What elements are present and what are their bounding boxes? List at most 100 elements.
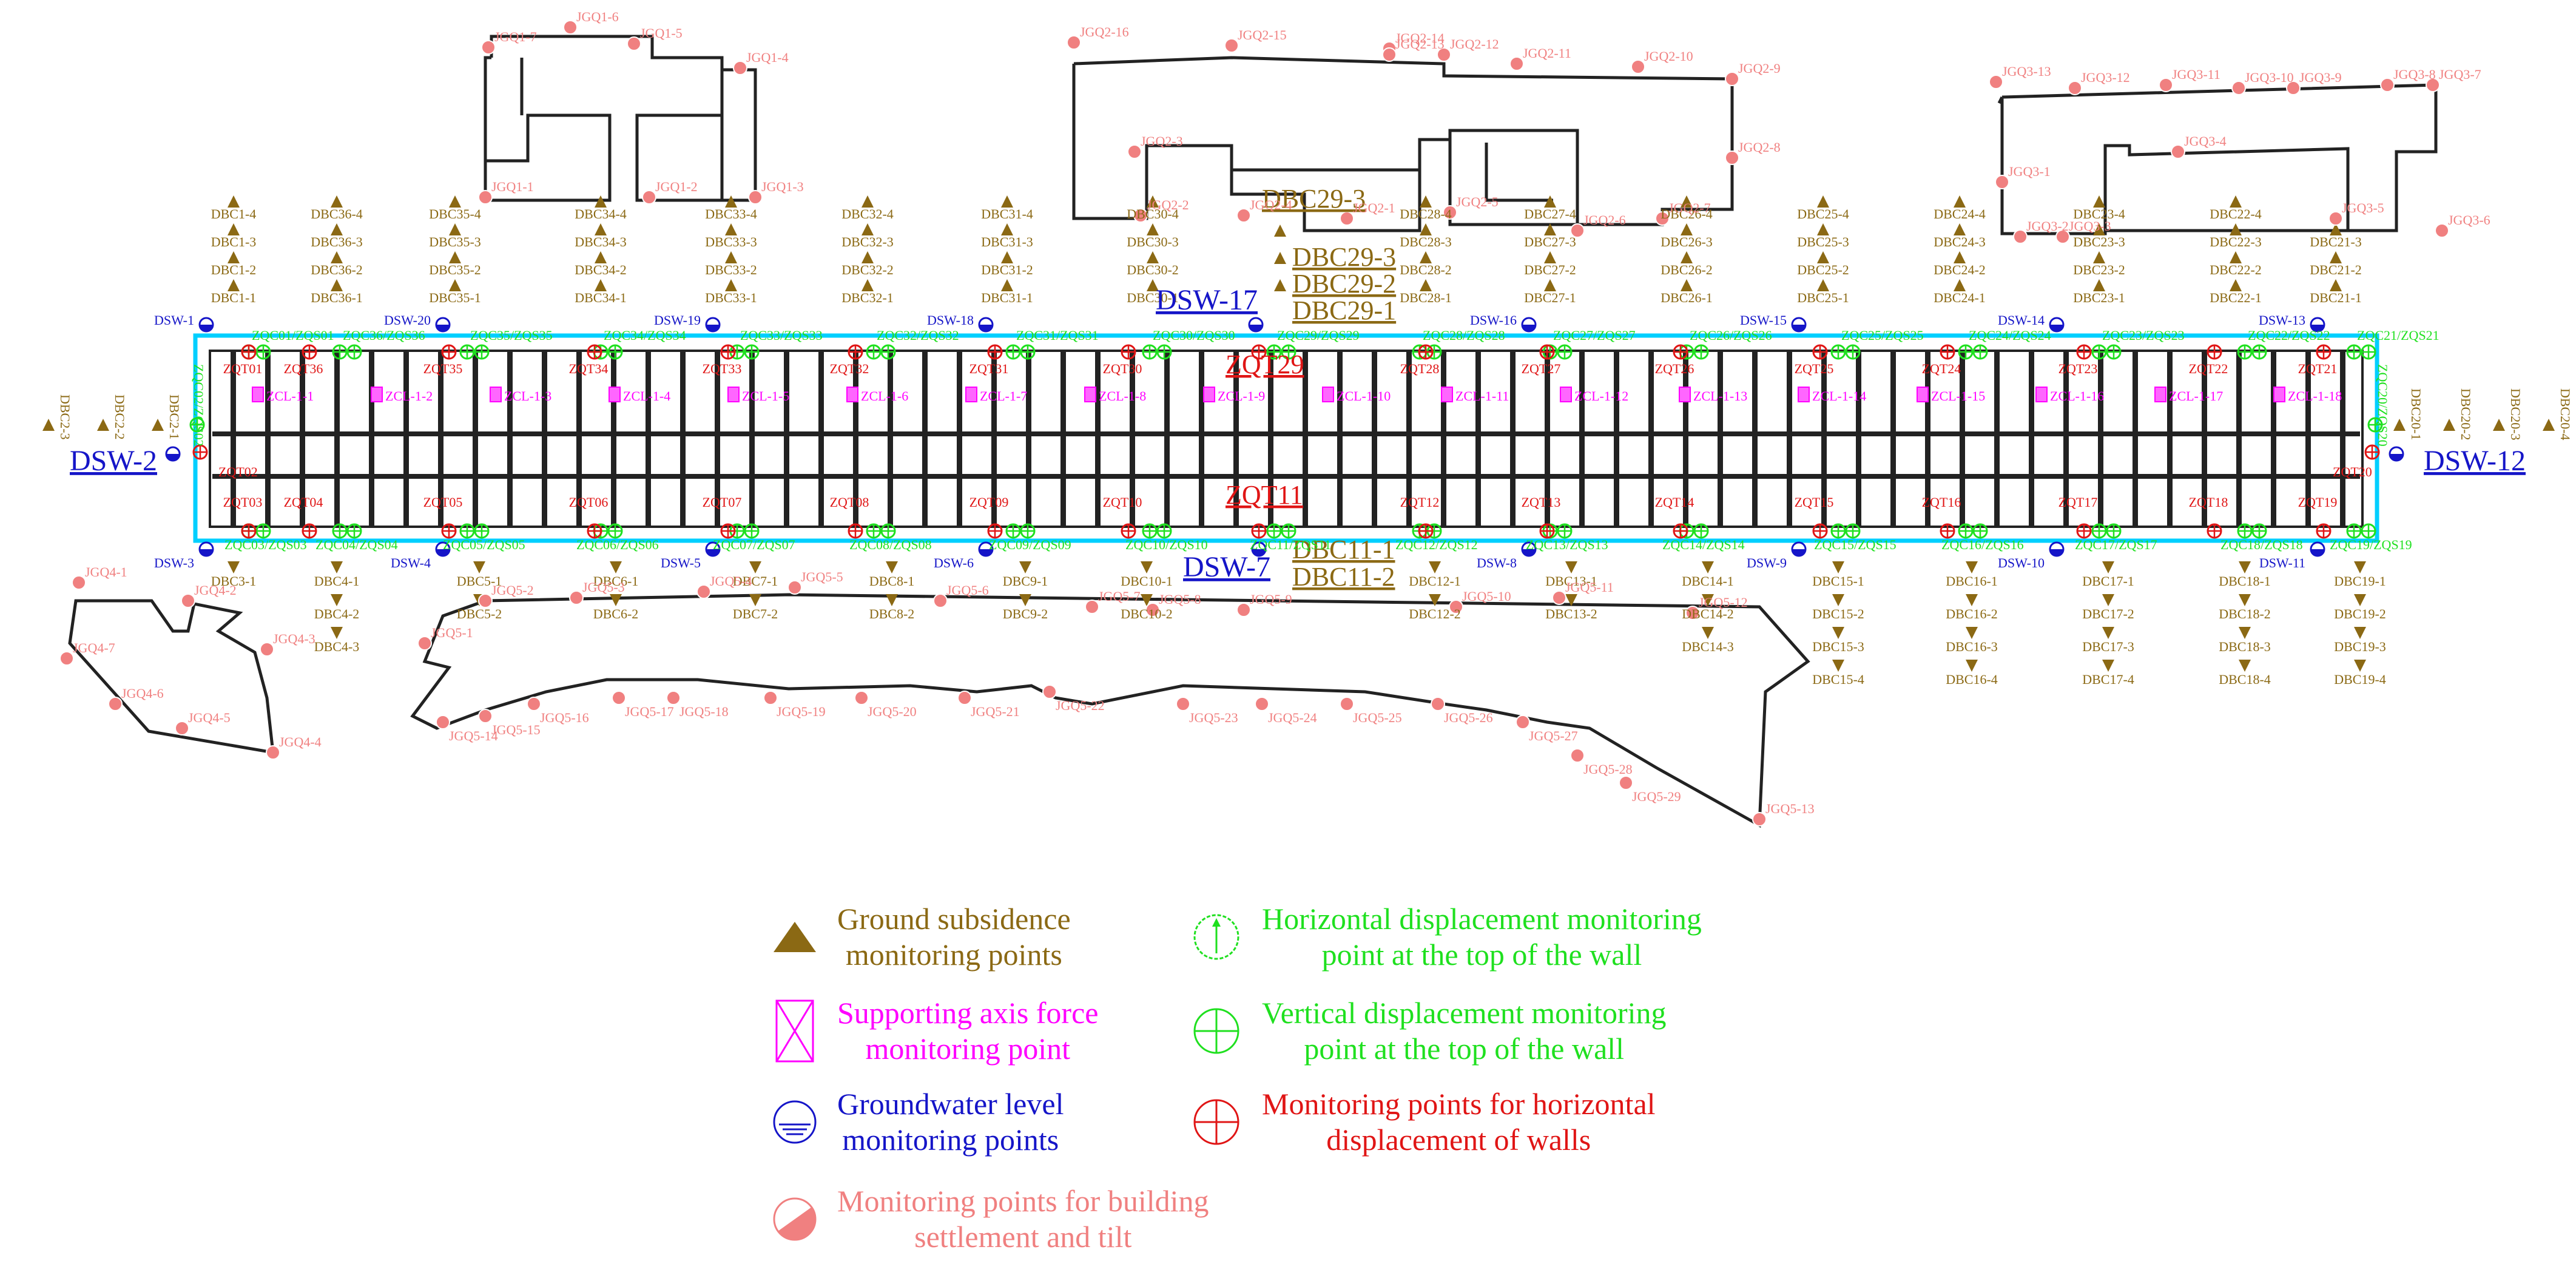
- subsidence-marker: [1954, 223, 1966, 235]
- strut: [2340, 352, 2345, 526]
- strut: [1856, 352, 1861, 526]
- subsidence-label: DBC25-3: [1797, 234, 1849, 249]
- subsidence-label: DBC27-2: [1524, 262, 1576, 277]
- building-marker: [612, 691, 626, 705]
- building-label: JGQ1-1: [491, 179, 534, 194]
- subsidence-marker: [1420, 223, 1432, 235]
- subsidence-label: DBC30-4: [1127, 206, 1179, 221]
- axis-force-label: ZCL-1-3: [504, 388, 551, 404]
- subsidence-marker: [331, 279, 343, 291]
- subsidence-marker: [449, 251, 461, 263]
- building-marker: [260, 642, 274, 657]
- wall-horizontal-label: ZQT23: [2058, 361, 2098, 376]
- wall-horizontal-label: ZQT06: [569, 495, 609, 510]
- building-label: JGQ5-13: [1765, 801, 1815, 816]
- building-label: JGQ5-7: [1098, 589, 1141, 604]
- subsidence-label: DBC26-2: [1661, 262, 1713, 277]
- wall-top-label: ZQC05/ZQS05: [443, 537, 525, 552]
- building-label: JGQ3-2: [2026, 218, 2069, 234]
- building-marker: [696, 584, 711, 599]
- wall-top-label: ZQC27/ZQS27: [1553, 328, 1636, 343]
- building-marker: [1509, 56, 1524, 71]
- subsidence-marker: [1429, 561, 1441, 573]
- building-marker: [2055, 229, 2070, 244]
- wall-top-label: ZQC35/ZQS35: [470, 328, 553, 343]
- wall-horizontal-label: ZQT21: [2298, 361, 2338, 376]
- axis-force-marker: [2035, 387, 2048, 402]
- wall-horizontal-label: ZQT10: [1103, 495, 1142, 510]
- groundwater-marker-fill: [706, 325, 720, 331]
- wall-horizontal-label: ZQT27: [1522, 361, 1561, 376]
- subsidence-marker: [725, 251, 737, 263]
- axis-force-marker: [490, 387, 502, 402]
- subsidence-marker: [595, 223, 607, 235]
- subsidence-label: DBC15-4: [1812, 672, 1864, 687]
- strut: [1821, 352, 1827, 526]
- groundwater-label: DSW-20: [384, 313, 431, 328]
- building-marker: [1085, 600, 1099, 614]
- strut: [2236, 352, 2242, 526]
- building-label: JGQ2-11: [1523, 46, 1571, 61]
- wall-horizontal-label: ZQT31: [969, 361, 1009, 376]
- building-label: JGQ5-5: [801, 569, 843, 584]
- building-marker: [763, 691, 778, 705]
- legend-groundwater: Groundwater level monitoring points: [770, 1086, 1064, 1158]
- building-marker: [478, 190, 493, 205]
- wall-horizontal-label: ZQT26: [1655, 361, 1694, 376]
- wall-top-label: ZQC02/ZQS02: [191, 364, 206, 447]
- groundwater-label: DSW-13: [2259, 313, 2305, 328]
- building-label: JGQ5-16: [540, 710, 589, 725]
- building-marker: [627, 36, 641, 51]
- subsidence-marker: [1832, 627, 1844, 639]
- wall-horizontal-label: ZQT17: [2058, 495, 2098, 510]
- subsidence-label: DBC27-1: [1524, 290, 1576, 305]
- groundwater-label-large: DSW-2: [70, 445, 157, 477]
- subsidence-marker: [2102, 660, 2114, 672]
- strut: [300, 352, 305, 526]
- building-marker: [1655, 211, 1670, 226]
- axis-force-marker: [371, 387, 383, 402]
- subsidence-label: DBC35-4: [429, 206, 481, 221]
- strut: [2133, 352, 2138, 526]
- building-marker: [481, 40, 496, 55]
- subsidence-marker: [97, 419, 109, 431]
- subsidence-marker: [749, 594, 761, 606]
- strut: [1752, 352, 1758, 526]
- building-marker: [2159, 78, 2173, 92]
- subsidence-label: DBC4-2: [314, 606, 360, 621]
- groundwater-label: DSW-9: [1747, 555, 1787, 570]
- subsidence-label: DBC14-2: [1682, 606, 1734, 621]
- strut: [1683, 352, 1688, 526]
- wall-top-label: ZQC29/ZQS29: [1277, 328, 1360, 343]
- subsidence-marker: [1141, 561, 1153, 573]
- legend-subsidence: Ground subsidence monitoring points: [770, 901, 1071, 973]
- subsidence-marker: [1702, 627, 1714, 639]
- strut: [1060, 352, 1066, 526]
- building-marker: [1443, 205, 1457, 220]
- subsidence-marker: [1681, 223, 1693, 235]
- subsidence-marker: [2093, 251, 2105, 263]
- building-label: JGQ5-12: [1699, 595, 1748, 610]
- axis-force-marker: [1084, 387, 1096, 402]
- strut: [438, 352, 443, 526]
- legend-axis-force: Supporting axis force monitoring point: [770, 995, 1098, 1067]
- axis-force-marker: [1798, 387, 1810, 402]
- subsidence-label: DBC4-3: [314, 639, 360, 654]
- strut: [646, 352, 651, 526]
- building-marker: [59, 651, 74, 666]
- wall-horizontal-label: ZQT03: [223, 495, 263, 510]
- subsidence-marker: [1966, 561, 1978, 573]
- subsidence-marker: [1429, 594, 1441, 606]
- subsidence-marker: [1565, 561, 1577, 573]
- subsidence-label: DBC14-3: [1682, 639, 1734, 654]
- subsidence-marker: [152, 419, 164, 431]
- subsidence-marker: [1544, 223, 1556, 235]
- groundwater-label: DSW-19: [654, 313, 701, 328]
- subsidence-marker: [42, 419, 55, 431]
- subsidence-marker: [2354, 594, 2366, 606]
- building-label: JGQ2-6: [1583, 212, 1626, 228]
- subsidence-label: DBC17-4: [2082, 672, 2134, 687]
- subsidence-label: DBC18-2: [2219, 606, 2271, 621]
- building-label: JGQ2-14: [1395, 30, 1445, 46]
- subsidence-marker: [228, 279, 240, 291]
